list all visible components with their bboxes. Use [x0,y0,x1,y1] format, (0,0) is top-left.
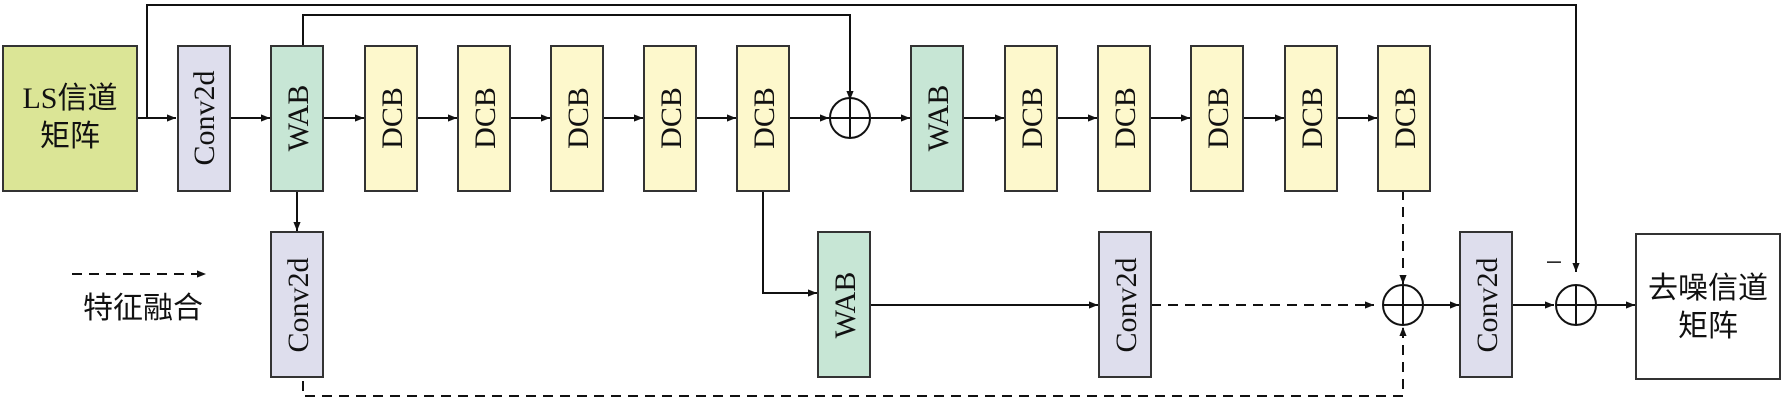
dcb-block-9-label: DCB [1296,87,1329,149]
sum-node-1 [829,97,871,139]
dcb-block-7: DCB [1097,45,1151,192]
dcb-block-8-label: DCB [1202,87,1235,149]
conv2d-block-left-label: Conv2d [282,257,315,352]
sum-node-3 [1555,284,1597,326]
subtract-sign: − [1546,246,1563,279]
wab-block-2: WAB [910,45,964,192]
dcb-block-3-label: DCB [562,87,595,149]
conv2d-block-final: Conv2d [1459,231,1513,378]
conv2d-block-mid-label: Conv2d [1110,257,1143,352]
wab-block-bottom: WAB [817,231,871,378]
dcb-block-2: DCB [457,45,511,192]
output-label-line2: 矩阵 [1678,310,1738,343]
legend: 特征融合 [72,270,206,325]
legend-label: 特征融合 [83,292,203,325]
wab-skip-line [302,14,854,100]
dcb-block-10-label: DCB [1389,87,1422,149]
dcb-block-3: DCB [550,45,604,192]
wab-block-bottom-label: WAB [829,272,862,339]
sum-node-2 [1382,284,1424,326]
dcb-block-5-label: DCB [748,87,781,149]
conv2d-block-final-label: Conv2d [1471,257,1504,352]
output-box: 去噪信道 矩阵 [1635,233,1781,380]
input-box: LS信道 矩阵 [2,45,138,192]
dcb-block-5: DCB [736,45,790,192]
dcb-block-8: DCB [1190,45,1244,192]
dashed-conv-left-sum2 [302,327,1407,397]
conv2d-block-top-label: Conv2d [188,70,221,165]
wab-block-1-label: WAB [282,85,315,152]
input-label-line2: 矩阵 [40,120,100,153]
dcb-block-4-label: DCB [655,87,688,149]
dcb-block-6-label: DCB [1016,87,1049,149]
dcb-block-6: DCB [1004,45,1058,192]
wab-block-2-label: WAB [922,85,955,152]
conv2d-block-top: Conv2d [177,45,231,192]
dcb-block-7-label: DCB [1109,87,1142,149]
conv2d-block-mid: Conv2d [1098,231,1152,378]
input-label-line1: LS信道 [22,82,117,115]
dcb-block-1: DCB [364,45,418,192]
dcb-block-9: DCB [1284,45,1338,192]
connections [138,4,1635,397]
arrow-dcb5-wab-bottom [762,190,817,297]
dcb-block-10: DCB [1377,45,1431,192]
conv2d-block-left: Conv2d [270,231,324,378]
wab-block-1: WAB [270,45,324,192]
dcb-block-4: DCB [643,45,697,192]
dcb-block-1-label: DCB [376,87,409,149]
output-label-line1: 去噪信道 [1648,272,1768,305]
global-skip-line [146,4,1580,272]
dcb-block-2-label: DCB [469,87,502,149]
